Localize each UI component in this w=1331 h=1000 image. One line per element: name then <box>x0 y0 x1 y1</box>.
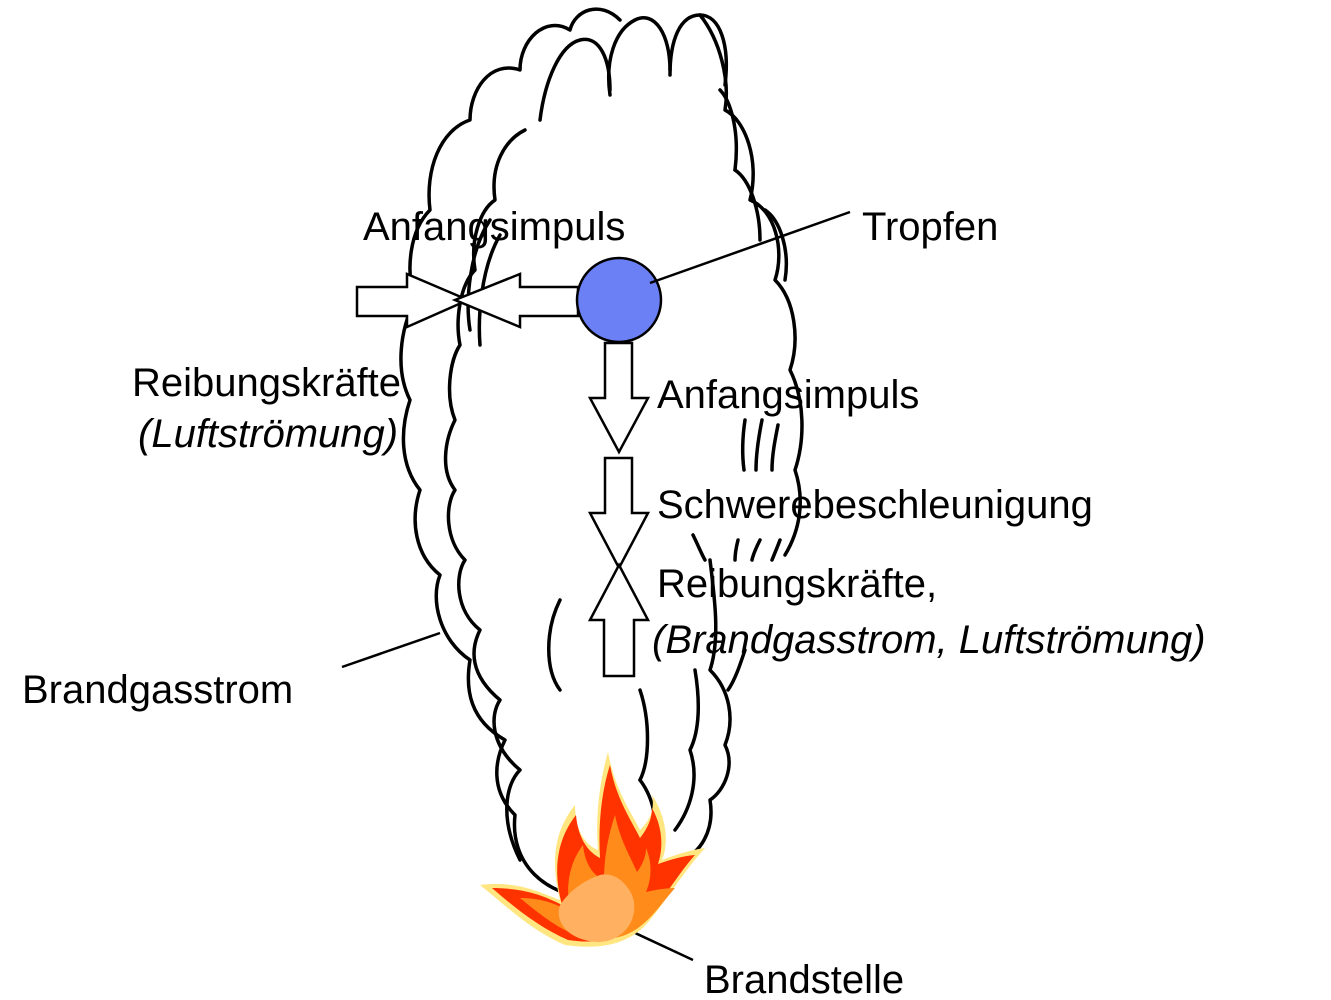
friction-down-label-line2: (Brandgasstrom, Luftströmung) <box>652 618 1206 662</box>
plume-label: Brandgasstrom <box>22 668 293 712</box>
vertical-force-arrows <box>590 343 648 676</box>
plume-leader-line <box>342 633 440 667</box>
droplet-label: Tropfen <box>862 205 998 249</box>
smoke-plume <box>401 9 802 900</box>
initial-impulse-arrow-right <box>357 274 468 327</box>
gravity-arrow-down <box>590 458 648 568</box>
initial-impulse-arrow-down <box>590 343 648 452</box>
friction-left-label-line2: (Luftströmung) <box>138 412 398 456</box>
friction-arrow-left <box>455 274 578 327</box>
droplet-leader-line <box>650 212 850 283</box>
gravity-label: Schwerebeschleunigung <box>657 483 1093 527</box>
droplet-circle <box>577 258 661 342</box>
impulse-horizontal-label: Anfangsimpuls <box>363 205 625 249</box>
friction-arrow-up <box>590 565 648 676</box>
impulse-vertical-label: Anfangsimpuls <box>657 373 919 417</box>
friction-down-label-line1: Reibungskräfte, <box>657 562 937 606</box>
fire-source-label: Brandstelle <box>704 958 904 1000</box>
friction-left-label-line1: Reibungskräfte <box>132 361 401 405</box>
